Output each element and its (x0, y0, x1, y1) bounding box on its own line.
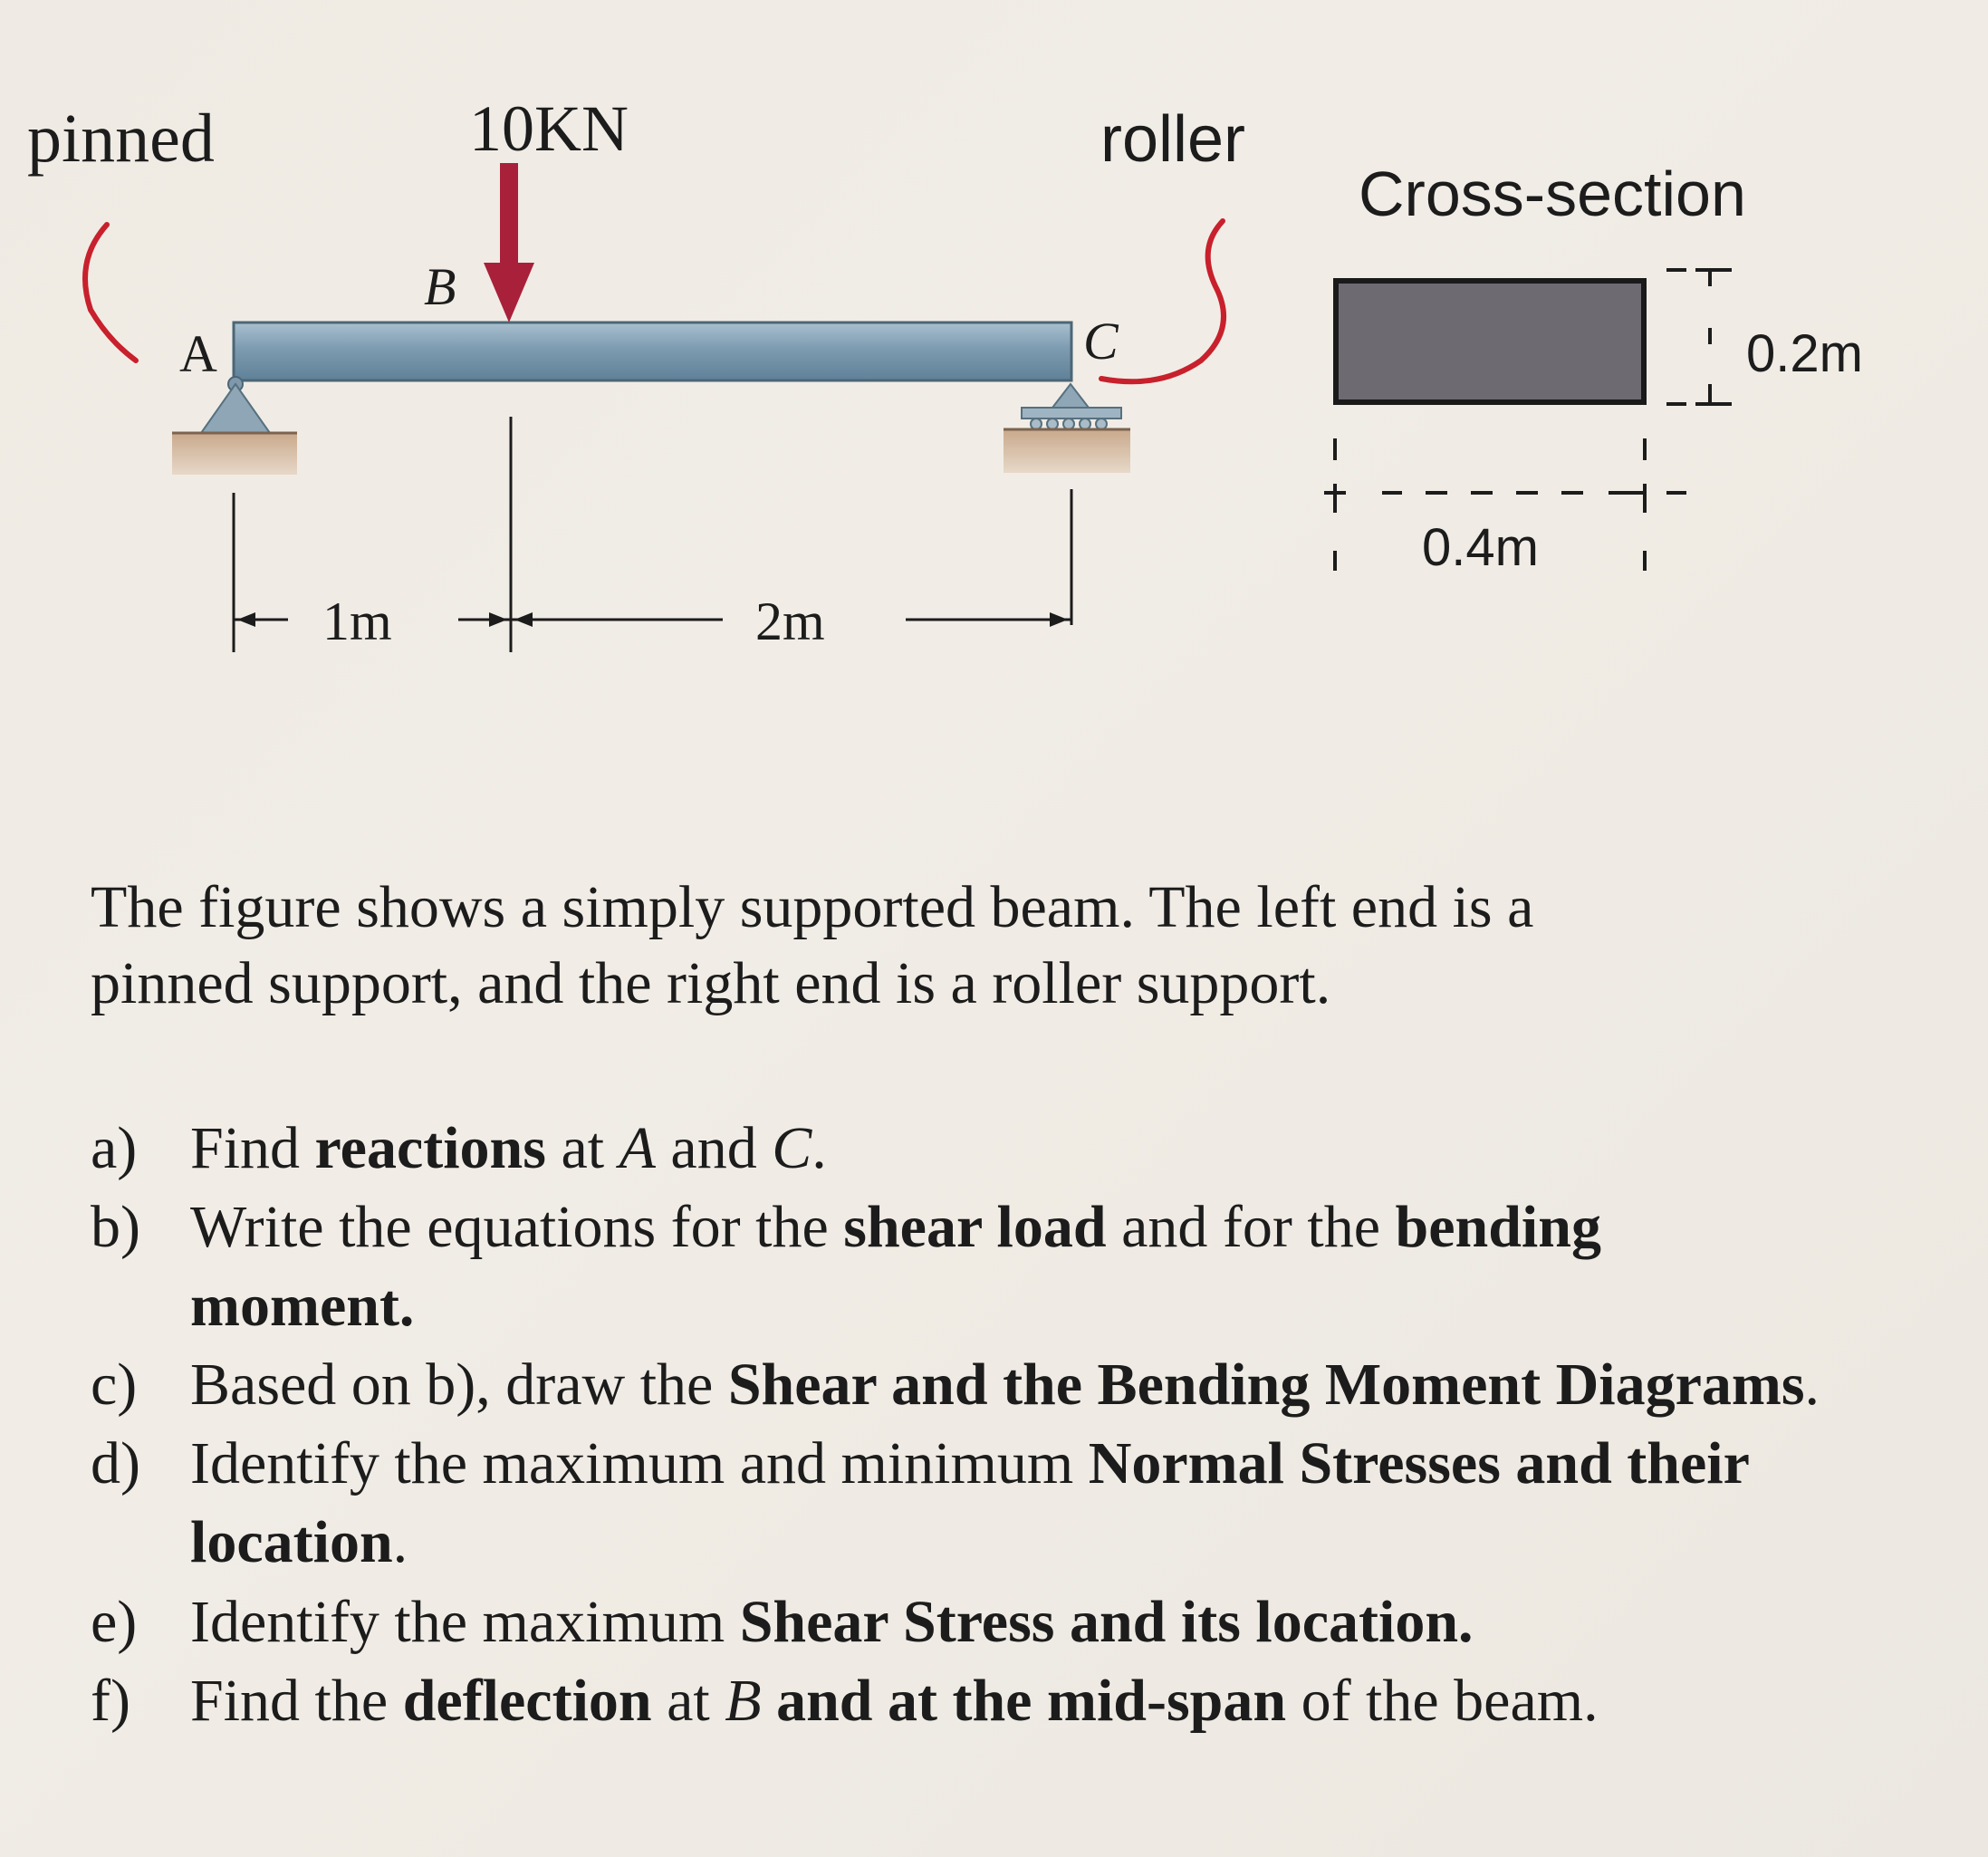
point-c-label: C (1083, 312, 1119, 370)
cross-section-rectangle (1333, 278, 1647, 405)
question-marker: d) (91, 1430, 140, 1497)
question-a: a) Find reactions at A and C. (91, 1109, 1830, 1188)
dimension-ab-label: 1m (322, 592, 392, 651)
question-marker: e) (91, 1588, 138, 1655)
roller-annotation-stroke (1099, 218, 1226, 385)
beam (232, 321, 1073, 382)
roller-label: roller (1100, 103, 1245, 176)
dimension-bc-label: 2m (755, 592, 825, 651)
cross-section-title: Cross-section (1359, 159, 1746, 229)
question-marker: f) (91, 1667, 130, 1734)
pinned-support-icon (172, 376, 297, 475)
point-b-label: B (424, 257, 456, 316)
question-d: d) Identify the maximum and minimum Norm… (91, 1424, 1830, 1582)
pinned-label: pinned (27, 101, 215, 177)
beam-figure: pinned 10KN roller A B C (27, 92, 1863, 652)
question-text: Find reactions at A and C. (190, 1114, 827, 1181)
load-label: 10KN (469, 92, 629, 165)
pinned-annotation-stroke (82, 222, 139, 363)
question-marker: c) (91, 1352, 138, 1419)
question-marker: a) (91, 1114, 138, 1181)
question-list: a) Find reactions at A and C. b) Write t… (91, 1109, 1830, 1740)
problem-intro: The figure shows a simply supported beam… (91, 870, 1830, 1023)
width-label: 0.4m (1422, 518, 1539, 577)
dimension-lines (232, 417, 1073, 652)
question-f: f) Find the deflection at B and at the m… (91, 1661, 1830, 1740)
question-marker: b) (91, 1194, 140, 1261)
roller-support-icon (1004, 382, 1130, 473)
question-b: b) Write the equations for the shear loa… (91, 1188, 1830, 1345)
question-text: Identify the maximum and minimum Normal … (190, 1430, 1749, 1576)
question-text: Find the deflection at B and at the mid-… (190, 1667, 1599, 1734)
point-a-label: A (179, 324, 217, 383)
question-text: Identify the maximum Shear Stress and it… (190, 1588, 1474, 1655)
width-dimension (1324, 438, 1686, 571)
height-dimension (1666, 268, 1732, 406)
question-text: Write the equations for the shear load a… (190, 1194, 1601, 1340)
question-c: c) Based on b), draw the Shear and the B… (91, 1345, 1830, 1424)
question-text: Based on b), draw the Shear and the Bend… (190, 1352, 1820, 1419)
intro-line-1: The figure shows a simply supported beam… (91, 874, 1534, 940)
problem-text: The figure shows a simply supported beam… (91, 870, 1830, 1740)
load-arrow-icon (484, 163, 534, 322)
question-e: e) Identify the maximum Shear Stress and… (91, 1583, 1830, 1661)
intro-line-2: pinned support, and the right end is a r… (91, 950, 1331, 1017)
height-label: 0.2m (1746, 324, 1863, 383)
